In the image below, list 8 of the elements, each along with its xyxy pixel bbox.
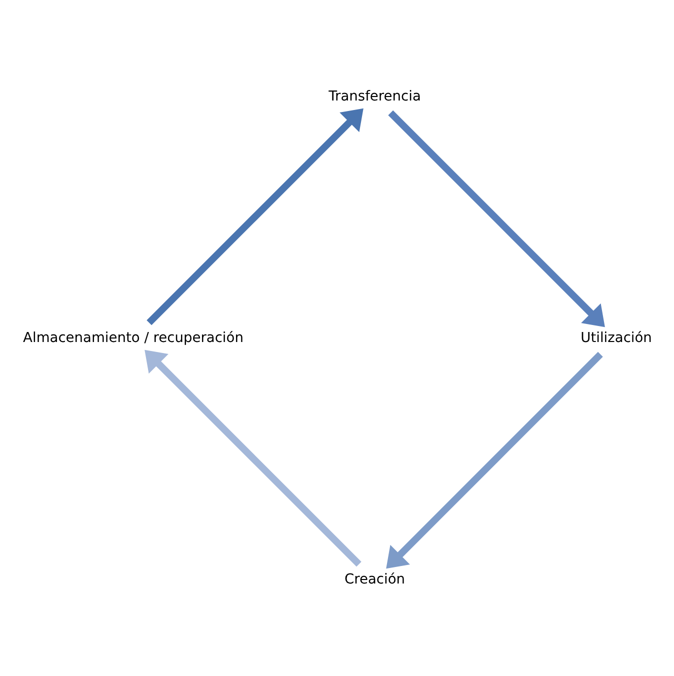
node-text: Transferencia bbox=[328, 88, 421, 104]
node-text: Almacenamiento / recuperación bbox=[23, 329, 244, 346]
arrow bbox=[388, 110, 605, 327]
node-text: Creación bbox=[344, 570, 406, 587]
arrow bbox=[144, 349, 362, 566]
node-text: Utilización bbox=[580, 329, 652, 346]
arrow bbox=[386, 351, 603, 568]
arrow bbox=[146, 108, 364, 325]
